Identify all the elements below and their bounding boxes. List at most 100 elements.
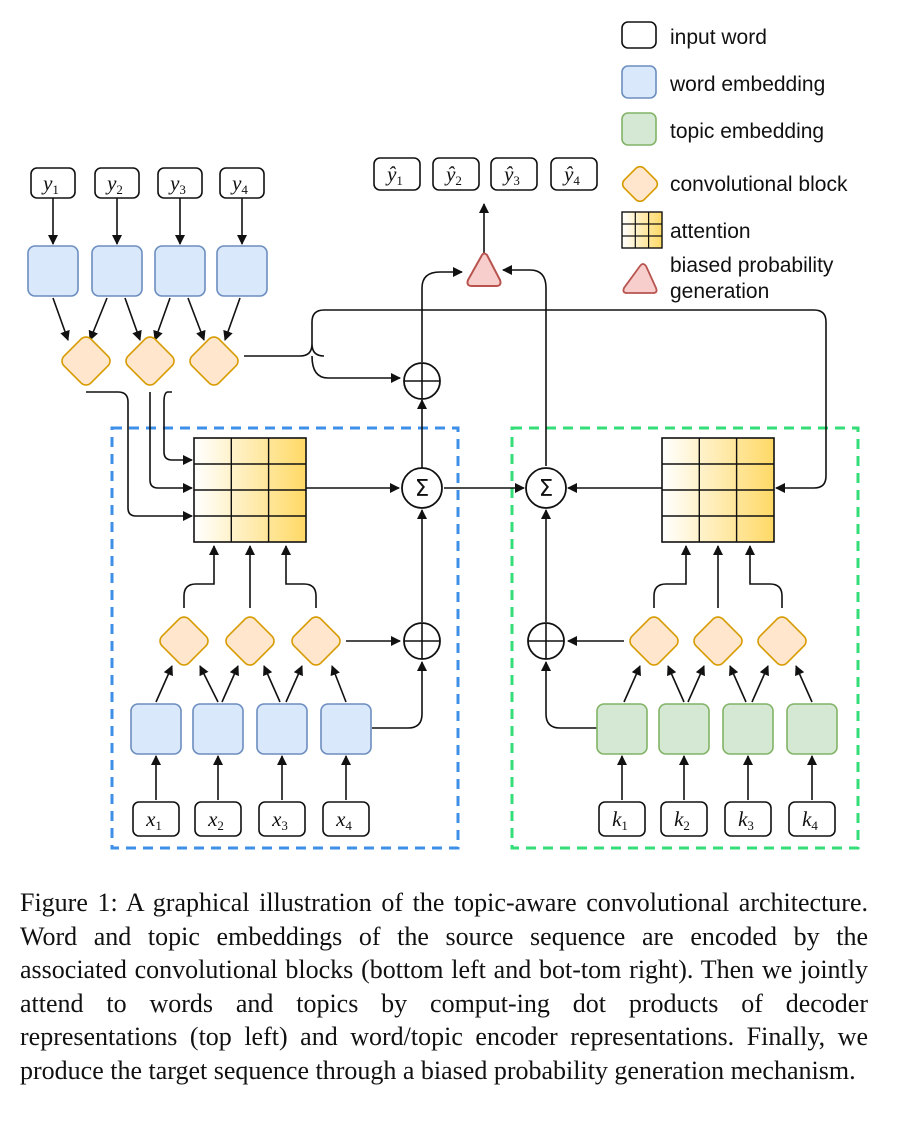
source-word-label: x3 bbox=[271, 807, 288, 833]
decoder-word-embedding-1 bbox=[27, 245, 79, 297]
output-word-index: 2 bbox=[455, 173, 462, 188]
legend-topic-embedding-swatch bbox=[621, 112, 657, 146]
source-word-index: 3 bbox=[281, 818, 288, 833]
legend-word-embedding-swatch bbox=[621, 65, 657, 99]
source-word-2: x2 bbox=[194, 801, 242, 837]
left-add-node bbox=[403, 622, 441, 660]
topic-embedding-2 bbox=[658, 703, 710, 755]
output-word-index: 1 bbox=[396, 173, 403, 188]
right-add-node bbox=[527, 622, 565, 660]
left-sum-symbol: Σ bbox=[415, 476, 430, 502]
topic-word-label: k1 bbox=[612, 807, 628, 833]
decoder-input-word-symbol: y bbox=[230, 171, 242, 195]
decoder-input-word-label: y1 bbox=[41, 171, 59, 197]
decoder-conv-blocks bbox=[61, 336, 239, 386]
source-word-symbol: x bbox=[145, 807, 156, 831]
output-word-index: 4 bbox=[573, 173, 580, 188]
topic-conv-block-2 bbox=[693, 616, 743, 666]
topic-encoder-region bbox=[510, 426, 860, 850]
legend-conv-block-swatch bbox=[621, 165, 659, 203]
word-conv-block-3 bbox=[291, 616, 341, 666]
legend-biased-probability-label-1: biased probability bbox=[670, 254, 834, 277]
topic-embedding-3 bbox=[722, 703, 774, 755]
decoder-input-word-label: y2 bbox=[105, 171, 123, 197]
topic-embedding-1 bbox=[596, 703, 648, 755]
word-encoder-region bbox=[110, 426, 460, 850]
output-word-3: ŷ3 bbox=[490, 157, 538, 191]
source-word-label: x4 bbox=[335, 807, 352, 833]
source-word-4: x4 bbox=[322, 801, 370, 837]
topic-word-symbol: k bbox=[738, 807, 748, 831]
topic-word-label: k4 bbox=[802, 807, 818, 833]
output-word-2: ŷ2 bbox=[432, 157, 480, 191]
right-sum-symbol: Σ bbox=[539, 476, 554, 502]
decoder-input-word-label: y4 bbox=[230, 171, 248, 197]
decoder-input-word-label: y3 bbox=[168, 171, 186, 197]
output-word-label: ŷ1 bbox=[385, 162, 403, 188]
topic-word-symbol: k bbox=[802, 807, 812, 831]
legend-input-word-label: input word bbox=[670, 26, 767, 49]
word-encoder-conv-blocks bbox=[159, 616, 341, 666]
legend-topic-embedding-label: topic embedding bbox=[670, 120, 824, 143]
source-word-1: x1 bbox=[132, 801, 180, 837]
source-word-label: x1 bbox=[145, 807, 162, 833]
legend-input-word-swatch bbox=[621, 21, 657, 49]
topic-conv-block-1 bbox=[629, 616, 679, 666]
source-topic-embeddings bbox=[596, 703, 838, 755]
topic-word-index: 1 bbox=[621, 818, 628, 833]
decoder-word-embedding-4 bbox=[216, 245, 268, 297]
source-word-symbol: x bbox=[207, 807, 218, 831]
top-add-node bbox=[403, 362, 441, 400]
source-word-embedding-2 bbox=[192, 703, 244, 755]
topic-word-symbol: k bbox=[612, 807, 622, 831]
legend-word-embedding-label: word embedding bbox=[669, 73, 825, 96]
topic-word-2: k2 bbox=[660, 801, 708, 837]
right-sum-node: Σ bbox=[525, 467, 567, 509]
decoder-conv-block-1 bbox=[61, 336, 111, 386]
source-word-label: x2 bbox=[207, 807, 224, 833]
output-word-label: ŷ4 bbox=[562, 162, 580, 188]
source-word-embedding-4 bbox=[320, 703, 372, 755]
decoder-input-word-4: y4 bbox=[219, 167, 265, 199]
biased-probability-node bbox=[466, 252, 502, 287]
topic-word-index: 3 bbox=[747, 818, 754, 833]
word-conv-block-1 bbox=[159, 616, 209, 666]
source-word-embedding-3 bbox=[256, 703, 308, 755]
output-word-symbol: ŷ bbox=[385, 162, 397, 186]
legend-attention-swatch bbox=[621, 211, 663, 249]
decoder-input-word-2: y2 bbox=[94, 167, 140, 199]
source-word-symbol: x bbox=[335, 807, 346, 831]
topic-word-3: k3 bbox=[724, 801, 772, 837]
connectors bbox=[48, 198, 827, 800]
output-word-4: ŷ4 bbox=[550, 157, 598, 191]
topic-word-1: k1 bbox=[598, 801, 646, 837]
output-word-symbol: ŷ bbox=[444, 162, 456, 186]
legend: input word word embedding topic embeddin… bbox=[621, 21, 848, 303]
decoder-input-word-index: 1 bbox=[52, 182, 59, 197]
topic-word-4: k4 bbox=[788, 801, 836, 837]
left-sum-node: Σ bbox=[401, 467, 443, 509]
decoder-word-embedding-2 bbox=[91, 245, 143, 297]
output-word-index: 3 bbox=[513, 173, 520, 188]
word-conv-block-2 bbox=[225, 616, 275, 666]
source-word-embeddings bbox=[130, 703, 372, 755]
word-attention-grid bbox=[193, 437, 307, 543]
decoder-input-word-index: 4 bbox=[241, 182, 248, 197]
decoder-input-word-symbol: y bbox=[105, 171, 117, 195]
source-word-symbol: x bbox=[271, 807, 282, 831]
topic-embedding-4 bbox=[786, 703, 838, 755]
decoder-input-word-symbol: y bbox=[168, 171, 180, 195]
decoder-input-word-index: 3 bbox=[179, 182, 186, 197]
source-word-index: 1 bbox=[155, 818, 162, 833]
legend-conv-block-label: convolutional block bbox=[670, 173, 848, 196]
source-word-index: 2 bbox=[217, 818, 224, 833]
output-word-label: ŷ2 bbox=[444, 162, 462, 188]
decoder-input-word-1: y1 bbox=[30, 167, 76, 199]
output-word-symbol: ŷ bbox=[502, 162, 514, 186]
topic-word-symbol: k bbox=[674, 807, 684, 831]
topic-word-label: k3 bbox=[738, 807, 754, 833]
topic-word-label: k2 bbox=[674, 807, 690, 833]
